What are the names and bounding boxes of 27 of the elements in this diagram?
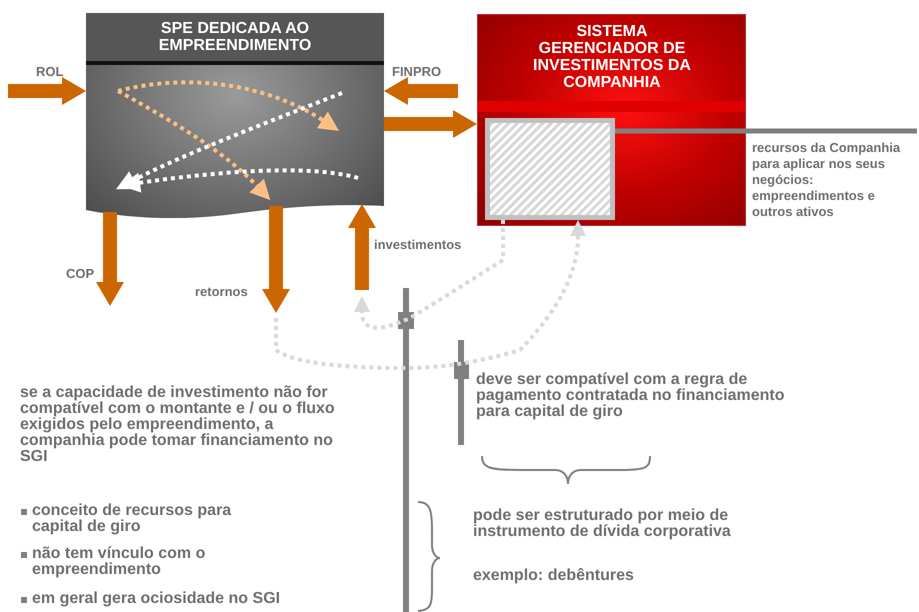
entity-panel — [86, 13, 384, 218]
edge-label: investimentos — [374, 237, 462, 252]
bullet-item: conceito de recursos para capital de giro — [32, 503, 232, 535]
bullet-item: em geral gera ociosidade no SGI — [32, 591, 282, 607]
hatched-box — [485, 118, 615, 220]
flow-arrow — [262, 206, 290, 313]
note-text: pode ser estruturado por meio de instrumento de dívida corporativa — [473, 508, 732, 540]
panel-title: SISTEMA GERENCIADOR DE INVESTIMENTOS DA COMPANHIA — [532, 23, 692, 91]
flow-arrow — [8, 77, 86, 105]
note-text: se a capacidade de investimento não for compatível com o montante e / ou o fluxo exigidos pelo empreendimento, a companhia pode tomar financiamento no SGI — [20, 385, 336, 465]
edge-label: retornos — [195, 284, 248, 299]
flow-arrow — [348, 204, 376, 290]
leader-line — [615, 128, 917, 134]
system-panel — [477, 14, 746, 226]
flow-arrow — [96, 212, 124, 306]
flow-arrow — [384, 77, 458, 105]
annotation-text: recursos da Companhia para aplicar nos seus negócios: empreendimentos e outros ativos — [752, 131, 918, 237]
edge-label: COP — [66, 266, 94, 281]
note-text: deve ser compatível com a regra de pagamento contratada no financiamento para capital de giro — [476, 372, 786, 420]
bullet-item: não tem vínculo com o empreendimento — [32, 546, 206, 578]
panel-title: SPE DEDICADA AO EMPREENDIMENTO — [158, 20, 312, 54]
edge-label: FINPRO — [392, 64, 442, 79]
dotted-arrow — [354, 220, 505, 330]
edge-label: ROL — [36, 64, 64, 79]
note-text: exemplo: debêntures — [473, 568, 635, 584]
flow-arrow — [384, 110, 477, 138]
dotted-arrow — [274, 220, 586, 370]
